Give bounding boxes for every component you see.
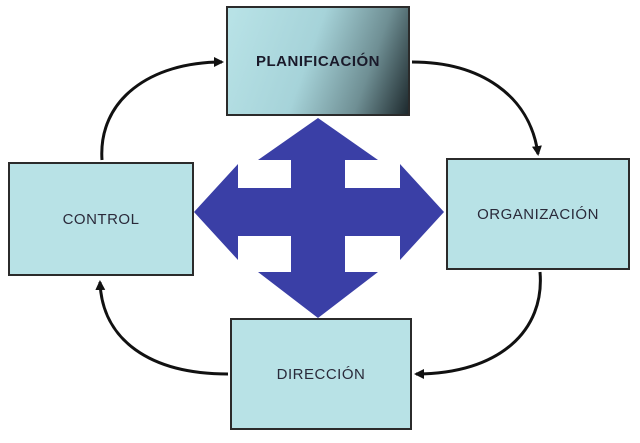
node-direccion: DIRECCIÓN: [230, 318, 412, 430]
node-control: CONTROL: [8, 162, 194, 276]
node-organizacion-label: ORGANIZACIÓN: [477, 205, 599, 223]
node-organizacion: ORGANIZACIÓN: [446, 158, 630, 270]
node-control-label: CONTROL: [62, 210, 140, 228]
node-planificacion: PLANIFICACIÓN: [226, 6, 410, 116]
cycle-arrow-organizacion-to-direccion: [414, 271, 542, 379]
node-direccion-label: DIRECCIÓN: [276, 365, 366, 383]
cycle-arrow-planificacion-to-organizacion: [411, 60, 542, 156]
four-way-arrow-icon: [194, 118, 444, 318]
cycle-arrow-direccion-to-control: [95, 280, 229, 376]
cycle-arrow-control-to-planificacion: [100, 57, 224, 161]
node-planificacion-label: PLANIFICACIÓN: [256, 52, 380, 70]
